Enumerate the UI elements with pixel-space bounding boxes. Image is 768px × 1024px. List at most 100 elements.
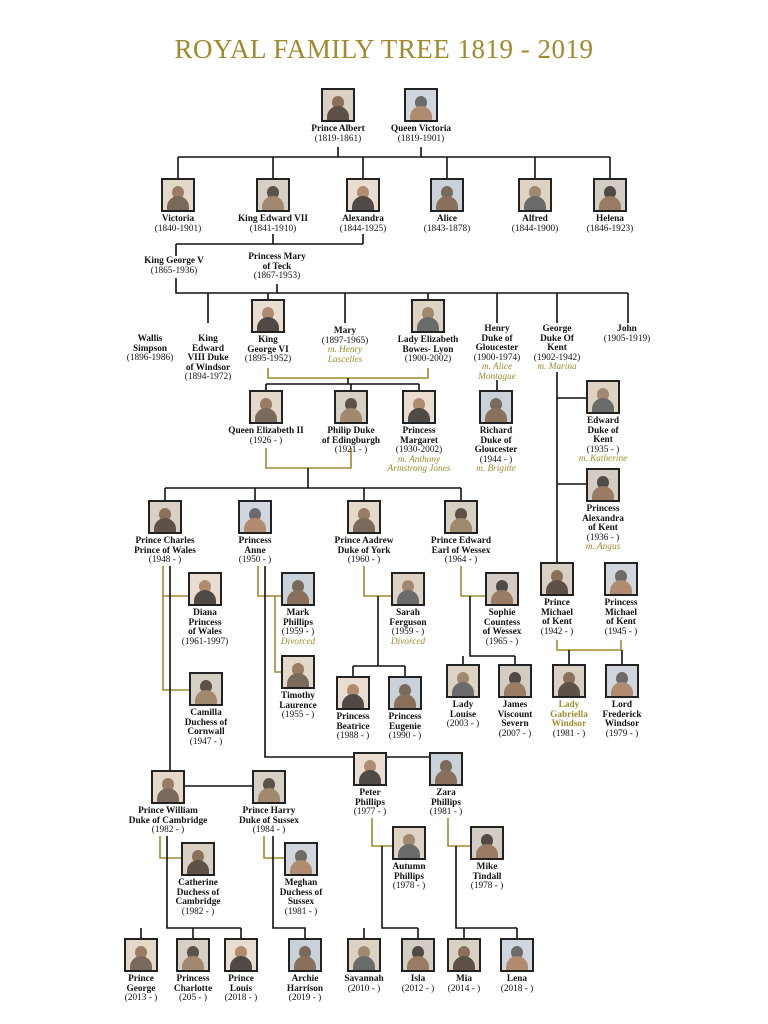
spouse-note: Divorced [390,636,426,647]
person-name: Princess Alexandra of Kent [582,504,624,534]
person-name: Zara Phillips [431,788,461,808]
person-years: (1942 - ) [540,626,574,637]
person-john: John(1905-1919) [579,324,675,344]
person-years: (2014 - ) [447,983,481,994]
portrait-michael [540,562,574,596]
person-years: (1865-1936) [150,265,198,276]
portrait-eliz-bl [411,299,445,333]
descent-line [175,278,628,294]
person-years: (1982 - ) [151,825,185,836]
person-name: Prince George [126,974,156,994]
descent-line [381,846,418,929]
person-years: (1900-1974) [473,352,521,363]
spouse-note: m. Marina [537,362,577,373]
person-william: Prince William Duke of Cambridge(1982 - … [120,806,216,836]
person-camilla: Camilla Duchess of Cornwall(1947 - ) [158,708,254,747]
person-years: (1981 - ) [284,906,318,917]
portrait-edward-k [586,380,620,414]
person-years: (1900-2002) [404,354,452,365]
portrait-charlotte [176,938,210,972]
portrait-anne [238,500,272,534]
person-years: (1964 - ) [444,555,478,566]
descent-line [455,846,517,929]
person-louise: Lady Louise(2003 - ) [415,700,511,730]
person-years: (1944 - ) [479,454,513,465]
person-years: (1955 - ) [281,710,315,721]
portrait-edward-w [444,500,478,534]
person-name: Mike Tindall [472,862,502,882]
person-mary-teck: Princess Mary of Teck(1867-1953) [229,252,325,282]
marriage-line [363,566,391,597]
descent-line [272,836,306,938]
person-james: James Viscount Severn(2007 - ) [467,700,563,739]
person-alice: Alice(1843-1878) [399,214,495,234]
person-name: Isla [410,974,426,984]
person-name: Prince Harry Duke of Sussex [239,806,299,826]
portrait-harry [252,770,286,804]
portrait-victoria [161,178,195,212]
person-years: (1981 - ) [429,807,463,818]
spouse-note: Divorced [280,636,316,647]
person-name: Prince Albert [311,124,365,134]
portrait-archie [288,938,322,972]
person-years: (1950 - ) [238,555,272,566]
portrait-eugenie [388,676,422,710]
person-george5: King George V(1865-1936) [126,256,222,276]
person-years: (2018 - ) [224,993,258,1004]
person-mike: Mike Tindall(1978 - ) [439,862,535,892]
person-name: Queen Victoria [390,124,452,134]
spouse-note: m. Katherine [578,454,628,465]
person-name: Philip Duke of Edingburgh [321,426,381,446]
marriage-line [447,818,470,847]
person-alexandra: Alexandra(1844-1925) [315,214,411,234]
person-name: Prince Charles Prince of Wales [134,536,196,556]
person-years: (1977 - ) [353,807,387,818]
marriage-line [263,836,284,859]
person-years: (1921 - ) [334,445,368,456]
person-name: Autumn Phillips [392,862,426,882]
person-years: (1978 - ) [392,881,426,892]
person-name: Lena [506,974,528,984]
portrait-margaret [402,390,436,424]
person-name: Lady Elizabeth Bowes- Lyon [397,335,459,355]
person-andrew: Prince Aadrew Duke of York(1960 - ) [316,536,412,566]
person-name: Princess Anne [238,536,272,556]
portrait-sarah [391,572,425,606]
person-beatrice: Princess Beatrice(1988 - ) [305,712,401,742]
person-eugenie: Princess Eugenie(1990 - ) [357,712,453,742]
person-years: (1988 - ) [336,731,370,742]
spouse-note: m. Henry Lascelles [327,345,363,365]
person-years: (1979 - ) [605,728,639,739]
person-years: (1844-1900) [511,223,559,234]
person-name: Sophie Countess of Wessex [482,608,522,638]
person-catherine: Catherine Duchess of Cambridge(1982 - ) [150,878,246,917]
person-harry: Prince Harry Duke of Sussex(1984 - ) [221,806,317,836]
person-wallis: Wallis Simpson(1896-1986) [102,334,198,364]
person-name: Meghan Duchess of Sussex [279,878,323,908]
person-alexandra-k: Princess Alexandra of Kent(1936 - )m. An… [555,504,651,553]
person-years: (1897-1965) [321,335,369,346]
person-name: Wallis Simpson [132,334,168,354]
person-george6: King George VI(1895-1952) [220,335,316,365]
person-name: Diana Princess of Wales [188,608,222,638]
person-years: (1894-1972) [184,372,232,383]
person-name: Camilla Duchess of Cornwall [184,708,228,738]
person-mark: Mark Phillips(1959 - )Divorced [250,608,346,647]
person-years: (1978 - ) [470,881,504,892]
person-name: Alexandra [342,214,384,224]
portrait-sophie [485,572,519,606]
person-years: (1840-1901) [154,223,202,234]
person-name: Lady Gabriella Windsor [550,700,588,730]
person-isla: Isla(2012 - ) [370,974,466,994]
person-name: Timothy Laurence [279,691,317,711]
person-years: (1930-2002) [395,445,443,456]
portrait-victoria-q [404,88,438,122]
person-years: (1981 - ) [552,728,586,739]
person-archie: Archie Harrison(2019 - ) [257,974,353,1004]
portrait-beatrice [336,676,370,710]
person-years: (1843-1878) [423,223,471,234]
person-edward7: King Edward VII(1841-1910) [225,214,321,234]
person-name: Victoria [161,214,195,224]
person-margaret: Princess Margaret(1930-2002)m. Anthony A… [371,426,467,475]
marriage-line [257,566,281,597]
